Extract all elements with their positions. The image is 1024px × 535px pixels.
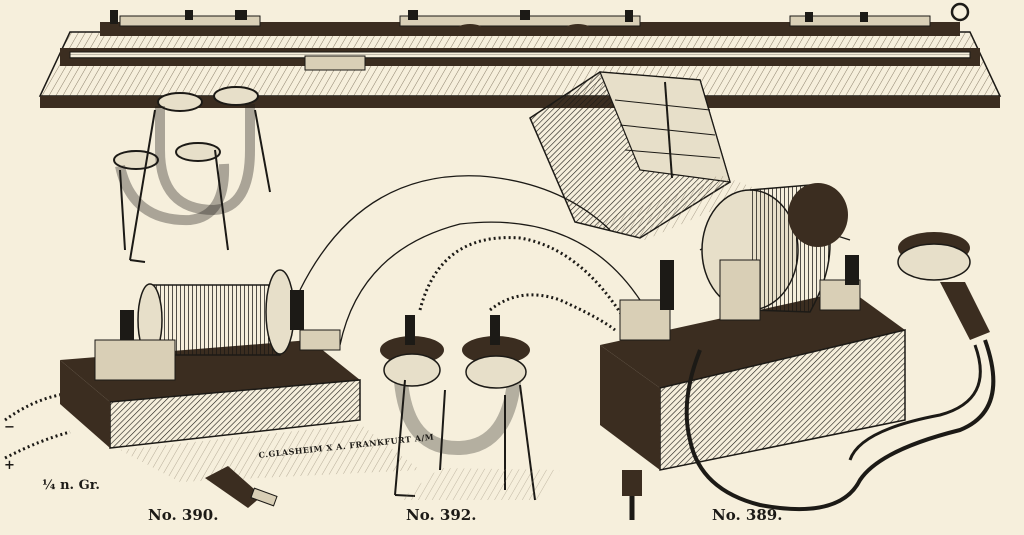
loose-key-390 xyxy=(205,466,278,508)
u-tube-stand-left xyxy=(113,86,271,263)
apparatus-390 xyxy=(60,269,420,482)
telephone-receiver xyxy=(684,232,996,512)
scale-note: ¼ n. Gr. xyxy=(42,478,100,493)
caption-no-390: No. 390. xyxy=(148,506,219,524)
caption-no-392: No. 392. xyxy=(406,506,477,524)
minus-sign: − xyxy=(4,420,15,435)
plus-sign: + xyxy=(4,458,15,473)
resonator-box xyxy=(529,71,760,240)
apparatus-392 xyxy=(380,315,560,501)
graduated-bench xyxy=(38,2,1002,108)
caption-no-389: No. 389. xyxy=(712,506,783,524)
loose-key-389 xyxy=(622,470,642,520)
apparatus-389 xyxy=(600,183,906,471)
